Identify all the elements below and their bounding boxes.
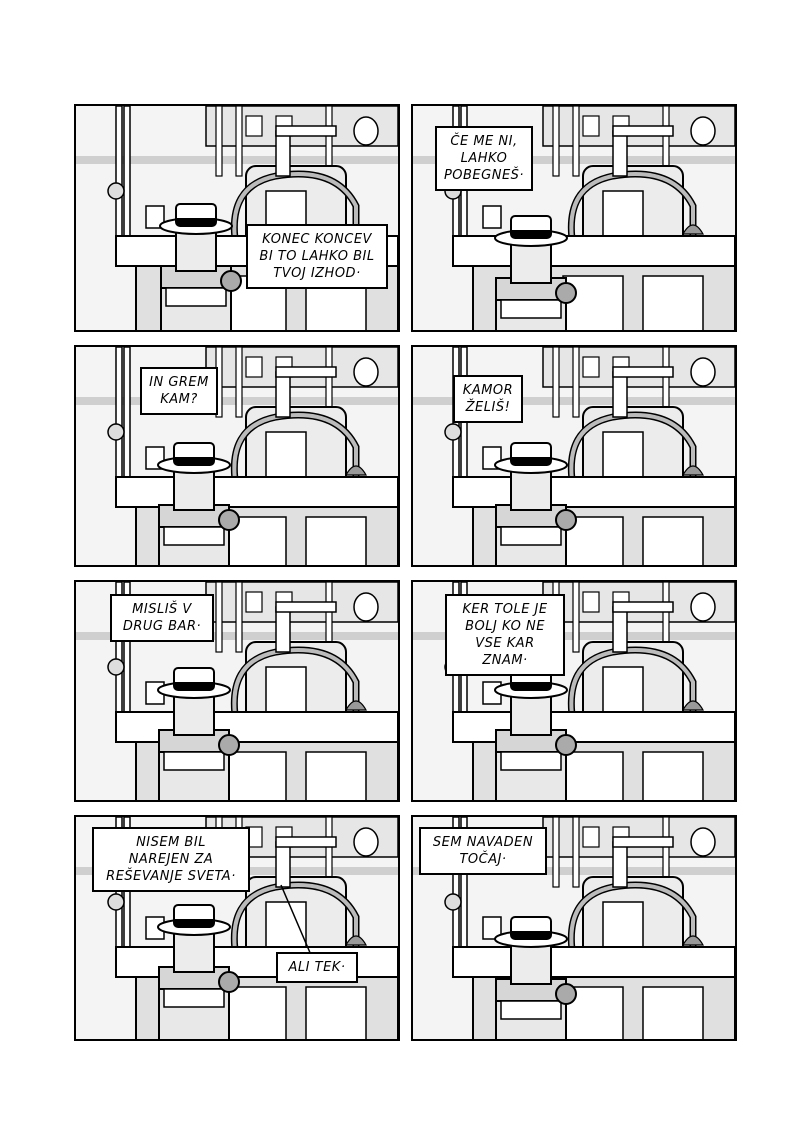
- speech-bubble-secondary: ALI TEK·: [276, 952, 358, 983]
- speech-bubble: KER TOLE JE BOLJ KO NE VSE KAR ZNAM·: [445, 594, 565, 676]
- panel-3-art: [76, 347, 398, 565]
- panel-7: NISEM BIL NAREJEN ZA REŠEVANJE SVETA· AL…: [74, 815, 400, 1041]
- panel-1-art: [76, 106, 398, 330]
- speech-bubble: NISEM BIL NAREJEN ZA REŠEVANJE SVETA·: [92, 827, 250, 892]
- panel-1: KONEC KONCEV BI TO LAHKO BIL TVOJ IZHOD·: [74, 104, 400, 332]
- speech-bubble: KAMOR ŽELIŠ!: [453, 375, 523, 423]
- speech-bubble: ČE ME NI, LAHKO POBEGNEŠ·: [435, 126, 533, 191]
- speech-bubble: MISLIŠ V DRUG BAR·: [110, 594, 214, 642]
- panel-4: KAMOR ŽELIŠ!: [411, 345, 737, 567]
- panel-2: ČE ME NI, LAHKO POBEGNEŠ·: [411, 104, 737, 332]
- panel-6: KER TOLE JE BOLJ KO NE VSE KAR ZNAM·: [411, 580, 737, 802]
- speech-bubble: IN GREM KAM?: [140, 367, 218, 415]
- speech-bubble: SEM NAVADEN TOČAJ·: [419, 827, 547, 875]
- panel-7-art: [76, 817, 398, 1039]
- panel-3: IN GREM KAM?: [74, 345, 400, 567]
- panel-8: SEM NAVADEN TOČAJ·: [411, 815, 737, 1041]
- panel-5: MISLIŠ V DRUG BAR·: [74, 580, 400, 802]
- speech-bubble: KONEC KONCEV BI TO LAHKO BIL TVOJ IZHOD·: [246, 224, 388, 289]
